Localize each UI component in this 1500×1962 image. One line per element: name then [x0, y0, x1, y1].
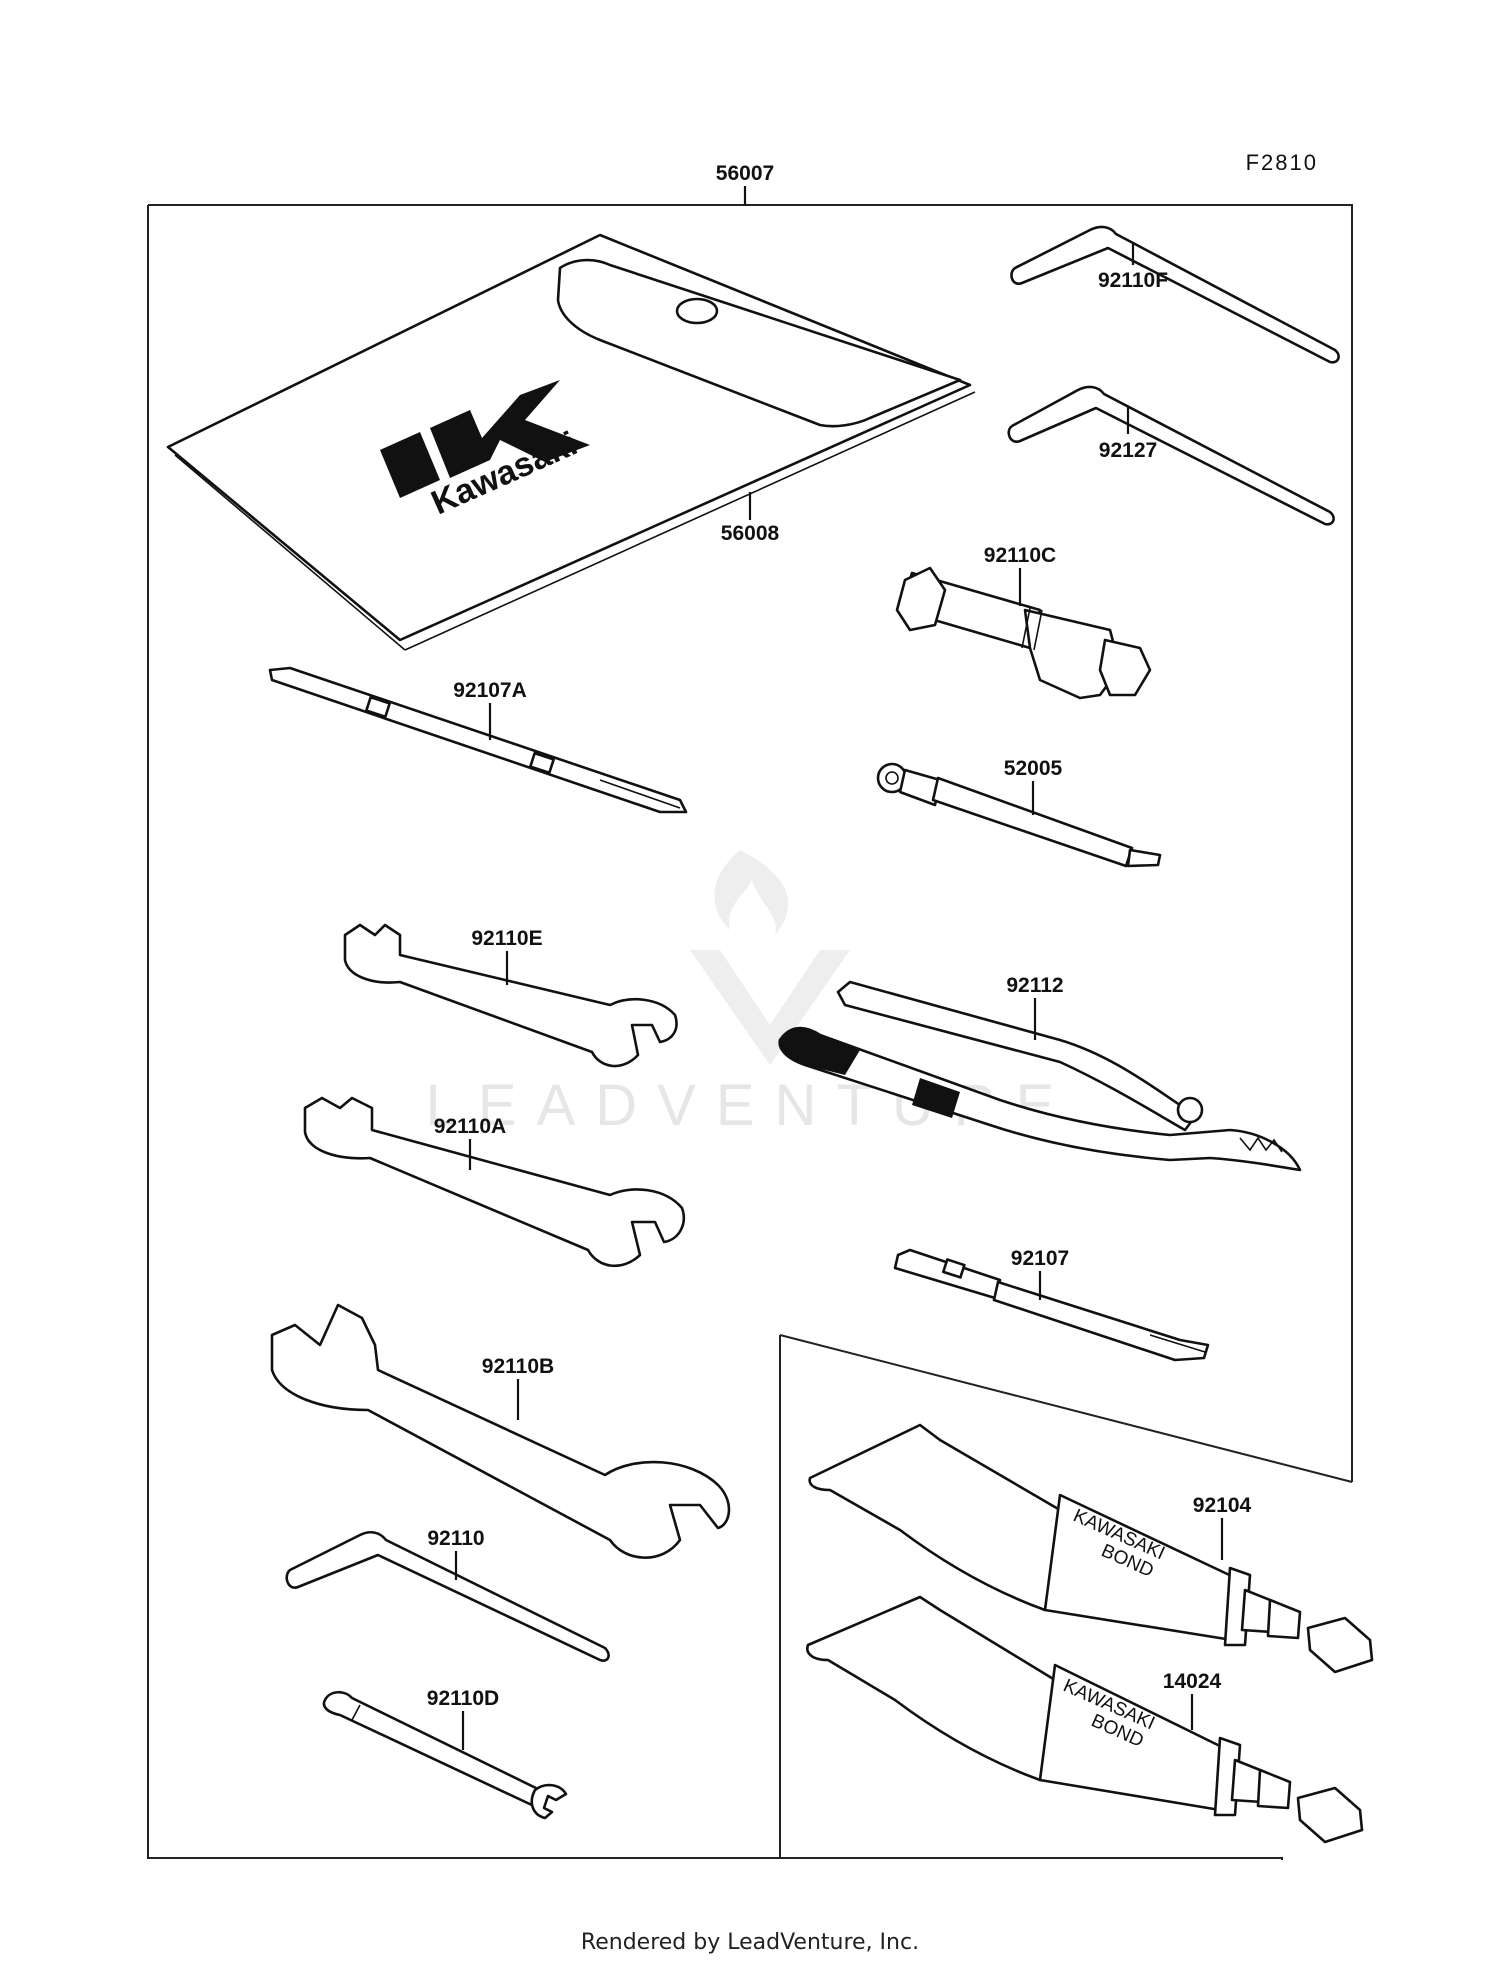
hex-key-92127 — [1007, 385, 1335, 526]
hex-key-92110F — [1010, 225, 1340, 364]
footer-credit: Rendered by LeadVenture, Inc. — [580, 1930, 920, 1955]
bond-tube-14024: KAWASAKI BOND — [806, 1595, 1364, 1844]
tool-52005 — [876, 762, 1162, 868]
tube-frame — [779, 1334, 1353, 1858]
wrench-92110A — [303, 1096, 685, 1268]
label-92110A: 92110A — [434, 1115, 506, 1138]
label-92110: 92110 — [427, 1527, 484, 1550]
kit-frame — [148, 204, 1353, 1482]
bond-tube-92104: KAWASAKI BOND — [808, 1423, 1374, 1674]
label-92107A: 92107A — [453, 679, 527, 702]
label-92107: 92107 — [1011, 1247, 1069, 1270]
hex-key-92110 — [285, 1530, 610, 1662]
label-92110C: 92110C — [984, 544, 1056, 567]
kit-frame-left — [147, 205, 1283, 1860]
label-92112: 92112 — [1006, 974, 1063, 997]
label-92110F: 92110F — [1098, 269, 1168, 292]
figure-code: F2810 — [1246, 150, 1318, 175]
label-92110D: 92110D — [427, 1687, 499, 1710]
wrench-92110E — [343, 923, 678, 1068]
label-92110B: 92110B — [482, 1355, 554, 1378]
label-92127: 92127 — [1099, 439, 1157, 462]
label-56007: 56007 — [716, 162, 774, 185]
plug-wrench-92110C — [895, 566, 1152, 700]
tool-pouch: Kawasaki — [166, 233, 976, 651]
label-14024: 14024 — [1163, 1670, 1222, 1693]
label-52005: 52005 — [1004, 757, 1063, 780]
screwdriver-92107A — [268, 666, 688, 814]
tool-92110D — [322, 1690, 568, 1820]
label-92104: 92104 — [1193, 1494, 1252, 1517]
wrench-92110B — [270, 1303, 731, 1559]
label-56008: 56008 — [721, 522, 780, 545]
pliers-92112 — [778, 980, 1302, 1172]
label-92110E: 92110E — [471, 927, 542, 950]
screwdriver-92107 — [893, 1248, 1210, 1362]
